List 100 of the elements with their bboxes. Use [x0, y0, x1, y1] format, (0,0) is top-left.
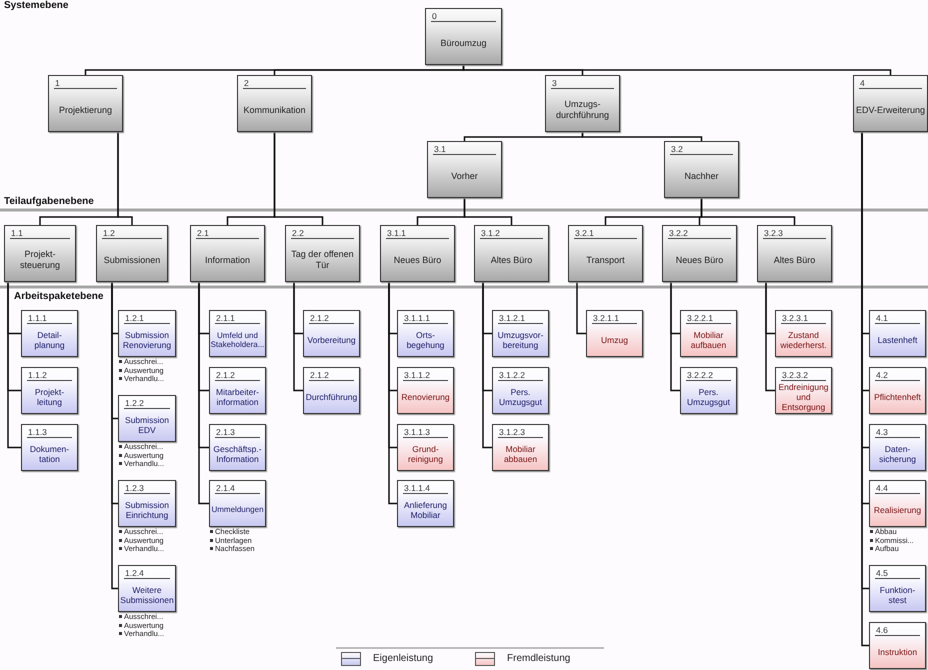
task-box: [96, 225, 168, 282]
connector-line: [293, 282, 303, 392]
task-number: 3.1.1.2: [403, 370, 448, 381]
task-name: Daten-sicherung: [878, 444, 917, 464]
task-name: Vorbereitung: [307, 335, 356, 345]
connector-line: [482, 282, 492, 448]
task-box: [662, 225, 737, 282]
level-label: Teilaufgabenebene: [4, 196, 94, 207]
task-name: Durchführung: [306, 392, 358, 402]
work-package-box: [869, 622, 926, 669]
task-name: Neues Büro: [394, 254, 442, 266]
work-package-box: [21, 367, 78, 414]
task-name: Submission EDV: [124, 415, 170, 435]
work-package-box: [492, 367, 549, 414]
work-package-box: [118, 480, 176, 527]
task-box: [48, 75, 123, 132]
task-number: 1.1: [10, 228, 70, 239]
work-package-box: [680, 310, 737, 357]
task-number: 3.2: [670, 144, 733, 155]
task-number: 2.1.1: [215, 313, 260, 324]
task-number: 1.2.2: [124, 398, 170, 409]
connector-line: [464, 198, 512, 225]
task-name: EDV-Erweiterung: [856, 104, 926, 116]
connector-line: [462, 65, 892, 75]
connector-line: [670, 282, 680, 392]
legend-label: Fremdleistung: [507, 652, 570, 666]
task-box: [474, 225, 549, 282]
connector-line: [765, 282, 775, 392]
task-number: 3.1.1.3: [403, 427, 448, 438]
task-number: 2.1.2: [309, 313, 354, 324]
connector-line: [582, 132, 702, 141]
task-number: 3.1.1.4: [403, 483, 448, 494]
task-number: 1.2.3: [124, 483, 170, 494]
task-number: 3: [551, 78, 614, 89]
work-package-box: [397, 480, 454, 527]
task-box: [237, 75, 312, 132]
legend-label: Eigenleistung: [373, 652, 434, 666]
task-number: 2.1.3: [215, 427, 260, 438]
task-number: 3.2.1.1: [592, 313, 637, 324]
task-box: [664, 141, 739, 198]
task-number: 3.2.1: [574, 228, 637, 239]
task-number: 1.1.3: [27, 427, 72, 438]
level-label: Arbeitspaketebene: [14, 291, 104, 302]
task-number: 2.2: [291, 228, 354, 239]
work-package-box: [680, 367, 737, 414]
task-box: [425, 8, 502, 65]
work-package-box: [209, 480, 266, 527]
task-name: Submission Renovierung: [122, 330, 172, 350]
task-number: 4.3: [875, 427, 920, 438]
task-name: Projekt-steuerung: [18, 249, 62, 271]
task-number: 2: [243, 78, 306, 89]
task-box: [285, 225, 360, 282]
work-package-box: [209, 367, 266, 414]
task-number: 0: [431, 11, 496, 22]
task-name: Dokumen-tation: [28, 444, 70, 464]
work-package-box: [209, 310, 266, 357]
task-name: Projekt-leitung: [34, 387, 66, 407]
work-package-box: [869, 310, 926, 357]
task-number: 4.4: [875, 483, 920, 494]
work-package-box: [492, 424, 549, 471]
task-number: 3.2.3.1: [781, 313, 826, 324]
task-name: Submission Einrichtung: [124, 500, 170, 520]
task-name: Mitarbeiter-information: [215, 387, 260, 407]
task-name: Realisierung: [874, 505, 922, 515]
task-box: [380, 225, 455, 282]
task-number: 3.1: [433, 144, 496, 155]
task-name: Pflichtenheft: [874, 392, 921, 402]
task-name: Projektierung: [58, 104, 112, 116]
task-number: 4.1: [875, 313, 920, 324]
task-number: 1.1.2: [27, 370, 72, 381]
task-name: Altes Büro: [774, 254, 816, 266]
task-number: 3.2.2.1: [686, 313, 731, 324]
work-package-box: [21, 310, 78, 357]
work-package-box: [397, 367, 454, 414]
task-name: Altes Büro: [490, 254, 532, 266]
work-package-box: [869, 367, 926, 414]
connector-line: [700, 198, 796, 225]
task-number: 1.2.4: [124, 568, 170, 579]
work-package-box: [775, 310, 832, 357]
connector-line: [117, 132, 133, 225]
task-number: 3.1.2.1: [498, 313, 543, 324]
task-name: Lastenheft: [878, 335, 918, 345]
task-number: 2.1.2: [309, 370, 354, 381]
task-name: Endreinigung und Entsorgung: [777, 382, 830, 412]
task-name: Funktion-stest: [878, 585, 916, 605]
work-package-box: [492, 310, 549, 357]
work-package-box: [209, 424, 266, 471]
task-name: Umzugs-durchführung: [554, 99, 610, 121]
task-number: 2.1: [196, 228, 259, 239]
task-name: Pers. Umzugsgut: [686, 387, 731, 407]
task-number: 1: [54, 78, 117, 89]
work-package-box: [118, 565, 176, 612]
task-box: [427, 141, 502, 198]
connector-line: [388, 282, 397, 504]
task-number: 3.1.1: [386, 228, 449, 239]
task-name: Grund-reinigung: [407, 444, 444, 464]
task-name: Büroumzug: [440, 38, 487, 48]
connector-line: [198, 282, 209, 504]
work-package-box: [586, 310, 643, 357]
task-name: Tag der offenen Tür: [290, 249, 355, 271]
